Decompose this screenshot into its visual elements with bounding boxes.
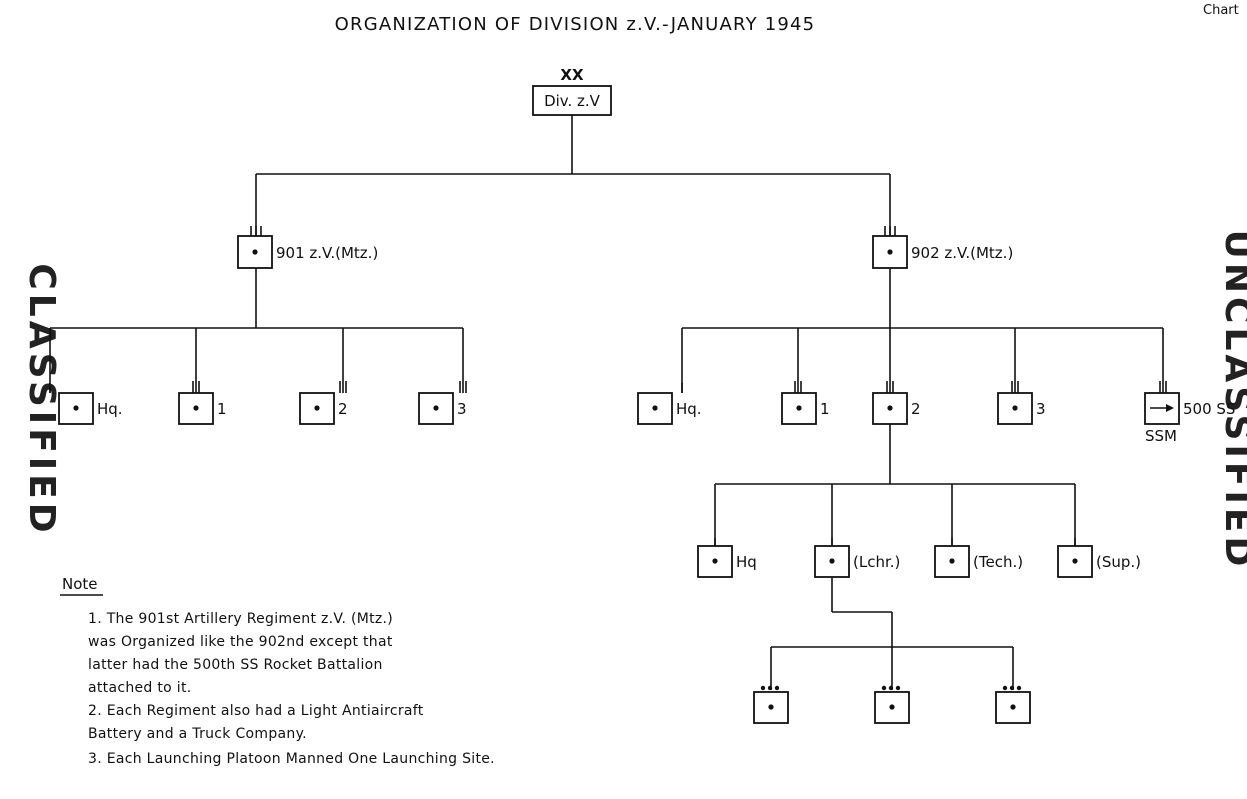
regiment-901: 901 z.V.(Mtz.): [237, 226, 378, 269]
launching-platoon-3: [995, 685, 1031, 724]
artillery-dot-icon: [433, 405, 439, 411]
division-echelon-mark: XX: [560, 66, 584, 84]
note-line-4: attached to it.: [88, 680, 192, 696]
division-label: Div. z.V: [544, 92, 601, 110]
artillery-dot-icon: [314, 405, 320, 411]
regiment-901-label: 901 z.V.(Mtz.): [276, 244, 378, 262]
artillery-dot-icon: [768, 704, 774, 710]
r901-battalion-2-label: 2: [338, 400, 348, 418]
artillery-dot-icon: [949, 558, 955, 564]
bn2-launcher-label: (Lchr.): [853, 553, 900, 571]
artillery-dot-icon: [1072, 558, 1078, 564]
note-line-7: 3. Each Launching Platoon Manned One Lau…: [88, 751, 495, 767]
platoon-echelon-mark: [760, 685, 780, 691]
launching-platoon-2: [874, 685, 910, 724]
r902-battalion-1: 1: [781, 381, 830, 425]
r902-battalion-1-label: 1: [820, 400, 830, 418]
bn2-supply-battery: (Sup.): [1057, 538, 1141, 578]
artillery-dot-icon: [796, 405, 802, 411]
classified-stamp-left: CLASSIFIED: [21, 263, 62, 536]
artillery-dot-icon: [252, 249, 258, 255]
r902-ss-rocket-battalion: 500 SS SSM: [1144, 381, 1235, 445]
unclassified-stamp-right: UNCLASSIFIED: [1217, 230, 1247, 571]
r901-battalion-3-label: 3: [457, 400, 467, 418]
bn2-technical-battery: (Tech.): [934, 538, 1023, 578]
regiment-echelon-mark: [884, 226, 896, 236]
chart-title: ORGANIZATION OF DIVISION z.V.-JANUARY 19…: [335, 14, 816, 35]
artillery-dot-icon: [1010, 704, 1016, 710]
bn2-launcher-battery: (Lchr.): [814, 538, 900, 578]
r901-hq: Hq.: [49, 383, 123, 425]
r901-battalion-2: 2: [299, 381, 348, 425]
ss-battalion-label: 500 SS: [1183, 400, 1235, 418]
launching-platoon-1: [753, 685, 789, 724]
note-block: Note 1. The 901st Artillery Regiment z.V…: [60, 575, 495, 767]
artillery-dot-icon: [652, 405, 658, 411]
bn2-supply-label: (Sup.): [1096, 553, 1141, 571]
note-line-6: Battery and a Truck Company.: [88, 726, 307, 742]
connector-lines: [49, 115, 1164, 690]
artillery-dot-icon: [1012, 405, 1018, 411]
r902-battalion-3: 3: [997, 381, 1046, 425]
r902-battalion-3-label: 3: [1036, 400, 1046, 418]
artillery-dot-icon: [712, 558, 718, 564]
note-line-3: latter had the 500th SS Rocket Battalion: [88, 657, 383, 673]
artillery-dot-icon: [887, 405, 893, 411]
platoon-echelon-mark: [881, 685, 901, 691]
note-line-5: 2. Each Regiment also had a Light Antiai…: [88, 703, 424, 719]
regiment-echelon-mark: [250, 226, 262, 236]
artillery-dot-icon: [829, 558, 835, 564]
artillery-dot-icon: [889, 704, 895, 710]
rocket-arrow-icon: [1150, 404, 1174, 412]
ss-battalion-sublabel: SSM: [1145, 427, 1177, 445]
bn2-hq-battery: Hq: [697, 538, 757, 578]
r902-battalion-2: 2: [872, 381, 921, 425]
r902-hq-label: Hq.: [676, 400, 702, 418]
artillery-dot-icon: [193, 405, 199, 411]
r902-battalion-2-label: 2: [911, 400, 921, 418]
artillery-dot-icon: [73, 405, 79, 411]
note-line-1: 1. The 901st Artillery Regiment z.V. (Mt…: [88, 611, 393, 627]
r901-battalion-1-label: 1: [217, 400, 227, 418]
chart-corner-label: Chart: [1203, 3, 1239, 18]
r902-hq: Hq.: [637, 383, 702, 425]
artillery-dot-icon: [887, 249, 893, 255]
r901-battalion-1: 1: [178, 381, 227, 425]
note-line-2: was Organized like the 902nd except that: [88, 634, 393, 650]
division-unit: XX Div. z.V: [532, 66, 612, 116]
regiment-902-label: 902 z.V.(Mtz.): [911, 244, 1013, 262]
platoon-echelon-mark: [1002, 685, 1022, 691]
regiment-902: 902 z.V.(Mtz.): [872, 226, 1013, 269]
bn2-technical-label: (Tech.): [973, 553, 1023, 571]
note-title: Note: [62, 575, 98, 593]
bn2-hq-label: Hq: [736, 553, 757, 571]
r901-battalion-3: 3: [418, 381, 467, 425]
r901-hq-label: Hq.: [97, 400, 123, 418]
